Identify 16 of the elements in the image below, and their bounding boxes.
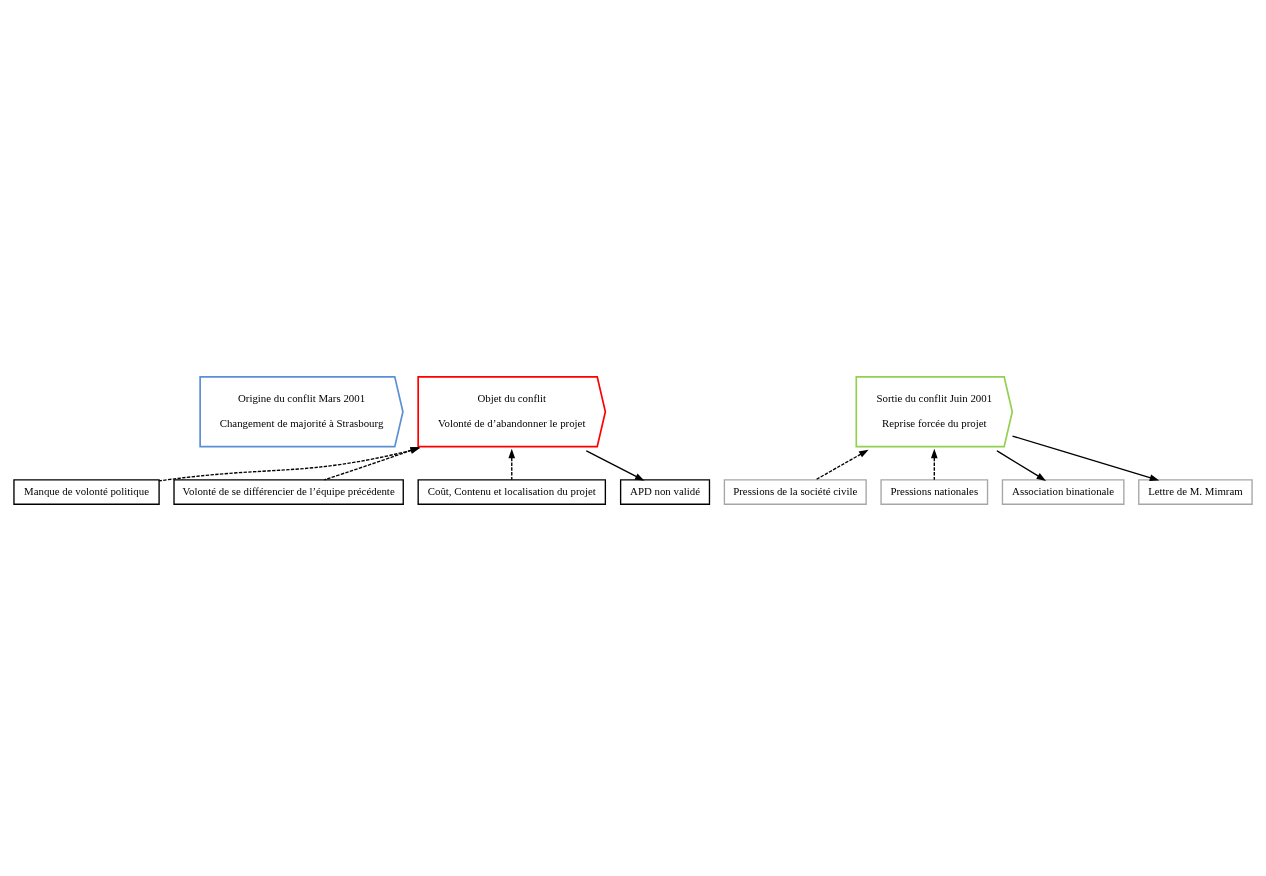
node-box: Pressions de la société civile [723, 478, 867, 505]
arrow [323, 446, 421, 480]
arrow [508, 448, 516, 481]
node-box: Coût, Contenu et localisation du projet [417, 478, 607, 505]
node-box: Association binationale [1001, 478, 1125, 505]
node-box: Lettre de M. Mimram [1138, 478, 1253, 505]
node-box: APD non validé [619, 478, 711, 505]
node-box: Pressions nationales [880, 478, 989, 505]
arrow [814, 449, 869, 481]
arrow [996, 449, 1047, 481]
arrow [585, 449, 645, 481]
node-box: Manque de volonté politique [13, 478, 160, 505]
arrow [158, 446, 421, 482]
node-box: Volonté de se différencier de l’équipe précédente [173, 478, 404, 505]
arrow [1011, 434, 1160, 481]
arrow [930, 448, 938, 481]
